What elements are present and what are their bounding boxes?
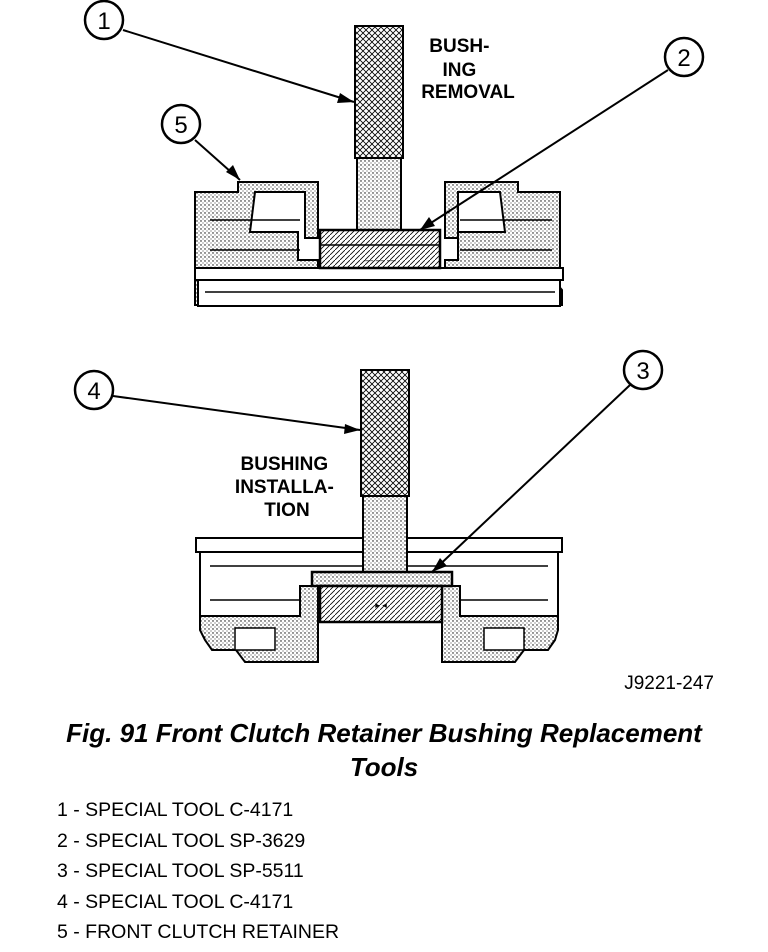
- bushing: [318, 584, 444, 624]
- callout-5: 5: [160, 103, 241, 181]
- legend-item: 4 - SPECIAL TOOL C-4171: [57, 890, 294, 913]
- installation-label-line2: INSTALLA-: [235, 477, 334, 498]
- installation-label-line3: TION: [264, 500, 309, 521]
- tool-sp3629: [318, 228, 442, 270]
- callout-3-number: 3: [636, 358, 649, 385]
- removal-label-line2: ING: [442, 60, 476, 81]
- legend-item: 5 - FRONT CLUTCH RETAINER: [57, 921, 340, 943]
- caption-line2: Tools: [349, 752, 419, 782]
- legend-item: 1 - SPECIAL TOOL C-4171: [57, 799, 294, 821]
- svg-text:▸ ◂: ▸ ◂: [375, 600, 387, 610]
- parts-legend: 1 - SPECIAL TOOL C-4171 2 - SPECIAL TOOL…: [57, 795, 339, 948]
- removal-assembly: — — — BUSH- ING REMOVAL: [194, 25, 564, 307]
- callout-1: 1: [83, 0, 355, 103]
- tool-c4171-handle-top: [354, 25, 404, 159]
- figure-id: J9221-247: [624, 673, 714, 694]
- tool-c4171-handle-bottom: [360, 369, 410, 497]
- legend-item: 2 - SPECIAL TOOL SP-3629: [57, 829, 306, 852]
- installation-assembly: ▸ ◂ BUSHING INSTALLA- TION: [195, 369, 563, 663]
- callout-2-number: 2: [677, 45, 690, 72]
- svg-text:— — —: — — —: [364, 255, 396, 265]
- callout-5-number: 5: [174, 112, 187, 139]
- removal-label-line1: BUSH-: [429, 36, 489, 57]
- figure-caption: Fig. 91 Front Clutch Retainer Bushing Re…: [0, 716, 768, 784]
- callout-3: 3: [431, 349, 664, 573]
- svg-text:BUSHING INSTALLA-: BUSHING INSTALLA- TION: [235, 454, 339, 521]
- callout-1-number: 1: [97, 8, 110, 35]
- callout-2: 2: [419, 36, 705, 231]
- bushing-diagram: — — — BUSH- ING REMOVAL ▸ ◂ BUSHING INST…: [73, 0, 714, 694]
- svg-text:BUSH- ING REMOVAL: BUSH- ING REMOVAL: [421, 36, 515, 103]
- callout-4: 4: [73, 369, 361, 434]
- tool-c4171-shaft-top: [356, 157, 402, 231]
- legend-item: 3 - SPECIAL TOOL SP-5511: [57, 860, 304, 882]
- removal-label-line3: REMOVAL: [421, 82, 515, 103]
- tool-c4171-shaft-bottom: [362, 495, 408, 573]
- front-clutch-retainer-top: [194, 181, 564, 307]
- installation-label-line1: BUSHING: [241, 454, 329, 475]
- front-clutch-retainer-bottom: [195, 537, 563, 663]
- tool-sp5511: [310, 570, 454, 588]
- callout-4-number: 4: [87, 378, 100, 405]
- caption-line1: Fig. 91 Front Clutch Retainer Bushing Re…: [66, 718, 702, 748]
